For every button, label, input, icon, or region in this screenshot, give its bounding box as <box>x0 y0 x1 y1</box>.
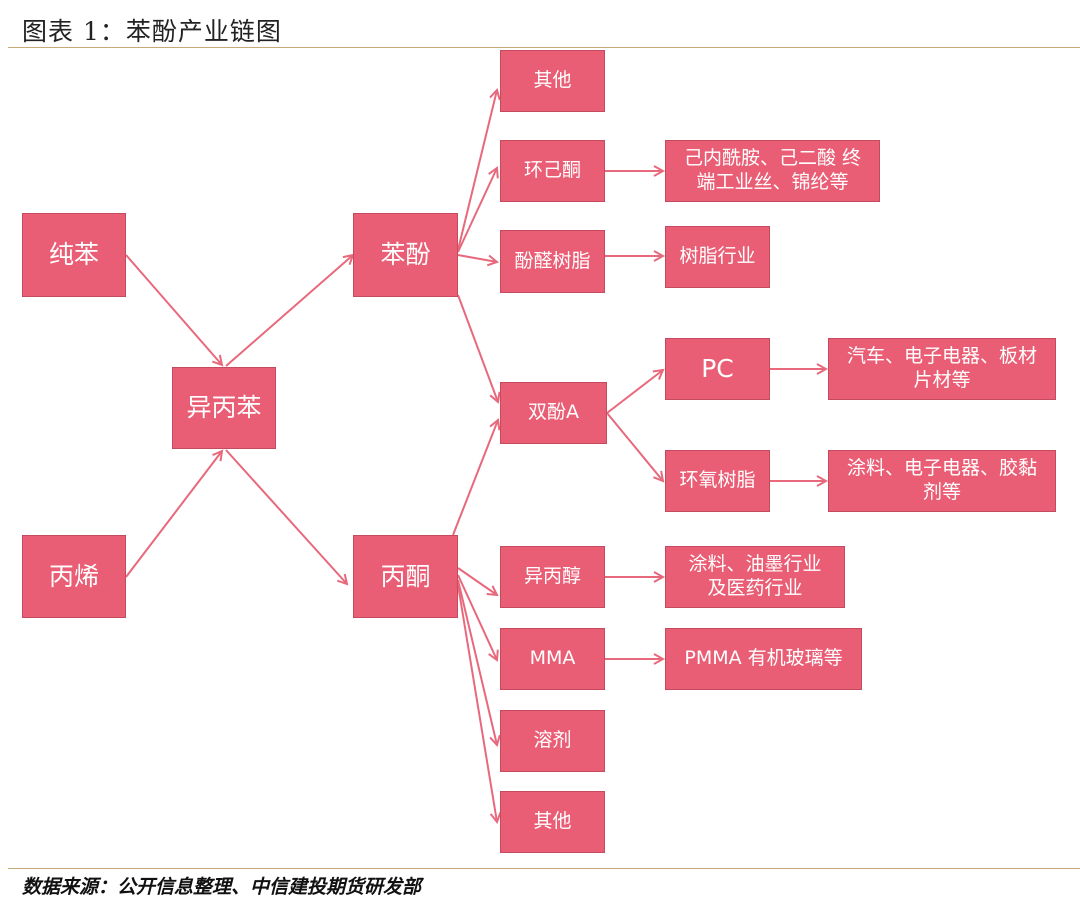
title-divider <box>8 47 1080 48</box>
node-pc: PC <box>665 338 770 400</box>
arrow-phenol-bpa <box>457 294 498 402</box>
node-label: 及医药行业 <box>707 577 803 599</box>
node-label: 己内酰胺、己二酸 终 <box>683 147 862 170</box>
node-mma: MMA <box>500 628 605 690</box>
arrow-bpa-epoxy <box>606 412 663 481</box>
source-divider <box>8 868 1080 869</box>
node-mma-use: PMMA 有机玻璃等 <box>665 628 862 690</box>
node-cyclohexanone: 环己酮 <box>500 140 605 202</box>
node-epoxy-use: 涂料、电子电器、胶黏剂等 <box>828 450 1056 512</box>
node-pc-use: 汽车、电子电器、板材片材等 <box>828 338 1056 400</box>
node-label: 汽车、电子电器、板材 <box>846 345 1037 368</box>
node-epoxy: 环氧树脂 <box>665 450 770 512</box>
node-label: PC <box>701 354 734 384</box>
node-isopropanol: 异丙醇 <box>500 546 605 608</box>
node-label: 涂料、电子电器、胶黏 <box>846 457 1037 480</box>
node-solvent: 溶剂 <box>500 710 605 772</box>
arrow-acetone-mma <box>457 574 497 660</box>
node-other-top: 其他 <box>500 50 605 112</box>
arrow-phenol-other <box>457 90 497 251</box>
node-label: 酚醛树脂 <box>514 249 591 272</box>
node-label: 纯苯 <box>48 240 99 270</box>
node-label: MMA <box>529 647 576 670</box>
node-phenolic-resin: 酚醛树脂 <box>500 230 605 293</box>
node-acetone: 丙酮 <box>353 535 458 618</box>
arrow-phenol-cyclohexanone <box>457 168 497 253</box>
node-label: 端工业丝、锦纶等 <box>696 171 849 193</box>
arrow-cumene-phenol <box>225 255 353 367</box>
node-label: 涂料、油墨行业 <box>688 553 822 576</box>
arrow-phenol-phenolic <box>457 254 497 262</box>
node-phenol: 苯酚 <box>353 213 458 297</box>
arrow-cumene-acetone <box>225 449 347 584</box>
figure-title: 图表 1：苯酚产业链图 <box>22 17 282 46</box>
node-label: 片材等 <box>913 369 971 391</box>
node-label: 异丙苯 <box>186 393 262 423</box>
arrow-propylene-cumene <box>125 451 222 578</box>
node-label: PMMA 有机玻璃等 <box>684 647 843 670</box>
node-propylene: 丙烯 <box>22 535 126 618</box>
node-label: 苯酚 <box>380 240 431 270</box>
node-label: 异丙醇 <box>523 565 581 588</box>
node-resin-industry: 树脂行业 <box>665 226 770 288</box>
arrow-benzene-cumene <box>125 254 222 365</box>
node-label: 剂等 <box>922 481 961 503</box>
arrow-acetone-solvent <box>457 579 497 745</box>
node-label: 溶剂 <box>533 729 572 752</box>
node-label: 其他 <box>533 69 572 92</box>
node-ipa-use: 涂料、油墨行业及医药行业 <box>665 546 845 608</box>
arrow-bpa-pc <box>606 370 663 414</box>
node-label: 丙烯 <box>48 561 99 591</box>
source-note: 数据来源：公开信息整理、中信建投期货研发部 <box>22 876 422 898</box>
node-label: 树脂行业 <box>679 245 756 268</box>
node-label: 双酚A <box>528 401 579 424</box>
node-other-bottom: 其他 <box>500 791 605 853</box>
node-label: 丙酮 <box>380 561 431 591</box>
arrow-acetone-bpa <box>452 420 498 536</box>
arrow-acetone-other <box>457 584 497 822</box>
arrow-acetone-ipa <box>457 567 497 595</box>
node-pure-benzene: 纯苯 <box>22 213 126 297</box>
node-caprolactam: 己内酰胺、己二酸 终端工业丝、锦纶等 <box>665 140 880 202</box>
node-label: 环氧树脂 <box>679 469 756 492</box>
node-cumene: 异丙苯 <box>172 367 276 449</box>
node-label: 其他 <box>533 810 572 833</box>
node-label: 环己酮 <box>523 159 581 182</box>
node-bpa: 双酚A <box>500 382 607 444</box>
